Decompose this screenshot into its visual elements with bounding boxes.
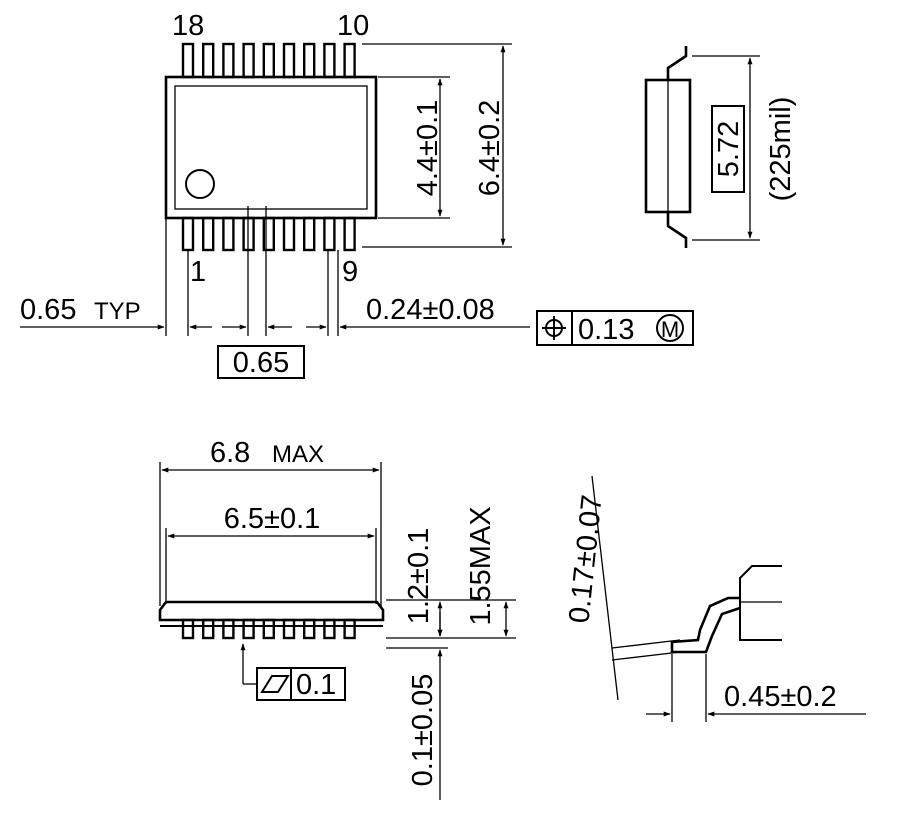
foot-length-label: 0.45±0.2 [724,681,837,713]
top-pin [343,42,356,79]
front-pin [262,618,275,640]
bottom-pins [181,216,356,252]
front-pin [181,618,195,640]
pitch-typ-value: 0.65 [20,294,76,326]
lead-width-label: 0.24±0.08 [366,294,495,326]
lead-thickness-ref-2 [611,651,681,661]
end-width-basic-label: 5.72 [713,121,745,177]
top-view: 18 10 1 9 4.4±0.1 6.4±0.2 0.65 TYP 0.65 [20,10,694,379]
pitch-basic-label: 0.65 [233,347,289,379]
bottom-pin [201,216,215,252]
flatness-frame [256,667,346,701]
top-pin [222,42,235,79]
end-width-mil-note: (225mil) [765,97,797,202]
pin-label-10: 10 [337,10,369,42]
pitch-typ-suffix: TYP [94,298,141,325]
package-body-inner [174,85,368,210]
top-pins [181,42,356,79]
package-body-outer [164,75,378,220]
front-view: 6.8 MAX 6.5±0.1 1.2±0.1 1.55MAX 0.1±0.05… [158,437,516,800]
lead-thickness-ref-1 [611,639,681,649]
front-view-body [158,600,385,622]
front-pin [303,618,316,640]
bottom-pin [181,216,195,252]
bottom-pin [323,216,336,252]
body-height-label: 1.2±0.1 [403,528,435,625]
front-pin [222,618,235,640]
top-pin [201,42,215,79]
top-pin [262,42,275,79]
mmc-modifier-letter: M [661,317,679,342]
pin-label-1: 1 [190,256,206,288]
bottom-pin [222,216,235,252]
top-pin [282,42,296,79]
body-length-label: 6.5±0.1 [224,503,321,535]
top-pin [181,42,195,79]
lead-thickness-dim-line [591,475,619,701]
end-view-lead-bottom [666,212,688,248]
overall-width-label: 6.4±0.2 [474,100,506,197]
end-view: 5.72 (225mil) [644,46,797,248]
pitch-basic-frame [217,345,305,379]
top-pin [303,42,316,79]
flatness-value: 0.1 [296,669,336,701]
body-width-label: 4.4±0.1 [412,100,444,197]
bottom-pin [282,216,296,252]
front-pins [181,618,356,640]
max-height-label: 1.55MAX [465,506,497,625]
front-pin [323,618,336,640]
bottom-pin [303,216,316,252]
top-pin [323,42,336,79]
standoff-label: 0.1±0.05 [407,674,439,787]
end-view-lead-top [666,46,688,80]
front-pin [201,618,215,640]
bottom-pin [343,216,356,252]
lead-thickness-label: 0.17±0.07 [563,493,608,624]
front-pin [343,618,356,640]
position-symbol-icon [542,316,566,340]
max-length-suffix: MAX [272,441,324,468]
lead-detail: 0.17±0.07 0.45±0.2 [563,475,866,722]
flatness-symbol-icon [260,675,290,693]
top-pin [242,42,255,79]
detail-body-outline [739,565,782,641]
position-tolerance-frame [536,310,694,346]
pin-label-18: 18 [172,10,204,42]
detail-lead-shape [670,596,741,654]
front-pin [242,618,255,640]
bottom-pin [262,216,275,252]
max-length-value: 6.8 [210,437,250,469]
pin-label-9: 9 [342,256,358,288]
mmc-modifier-circle [656,314,684,342]
pin1-index-mark [185,169,215,199]
end-width-basic-frame [711,105,745,193]
front-pin [282,618,296,640]
position-tolerance-value: 0.13 [578,314,634,346]
